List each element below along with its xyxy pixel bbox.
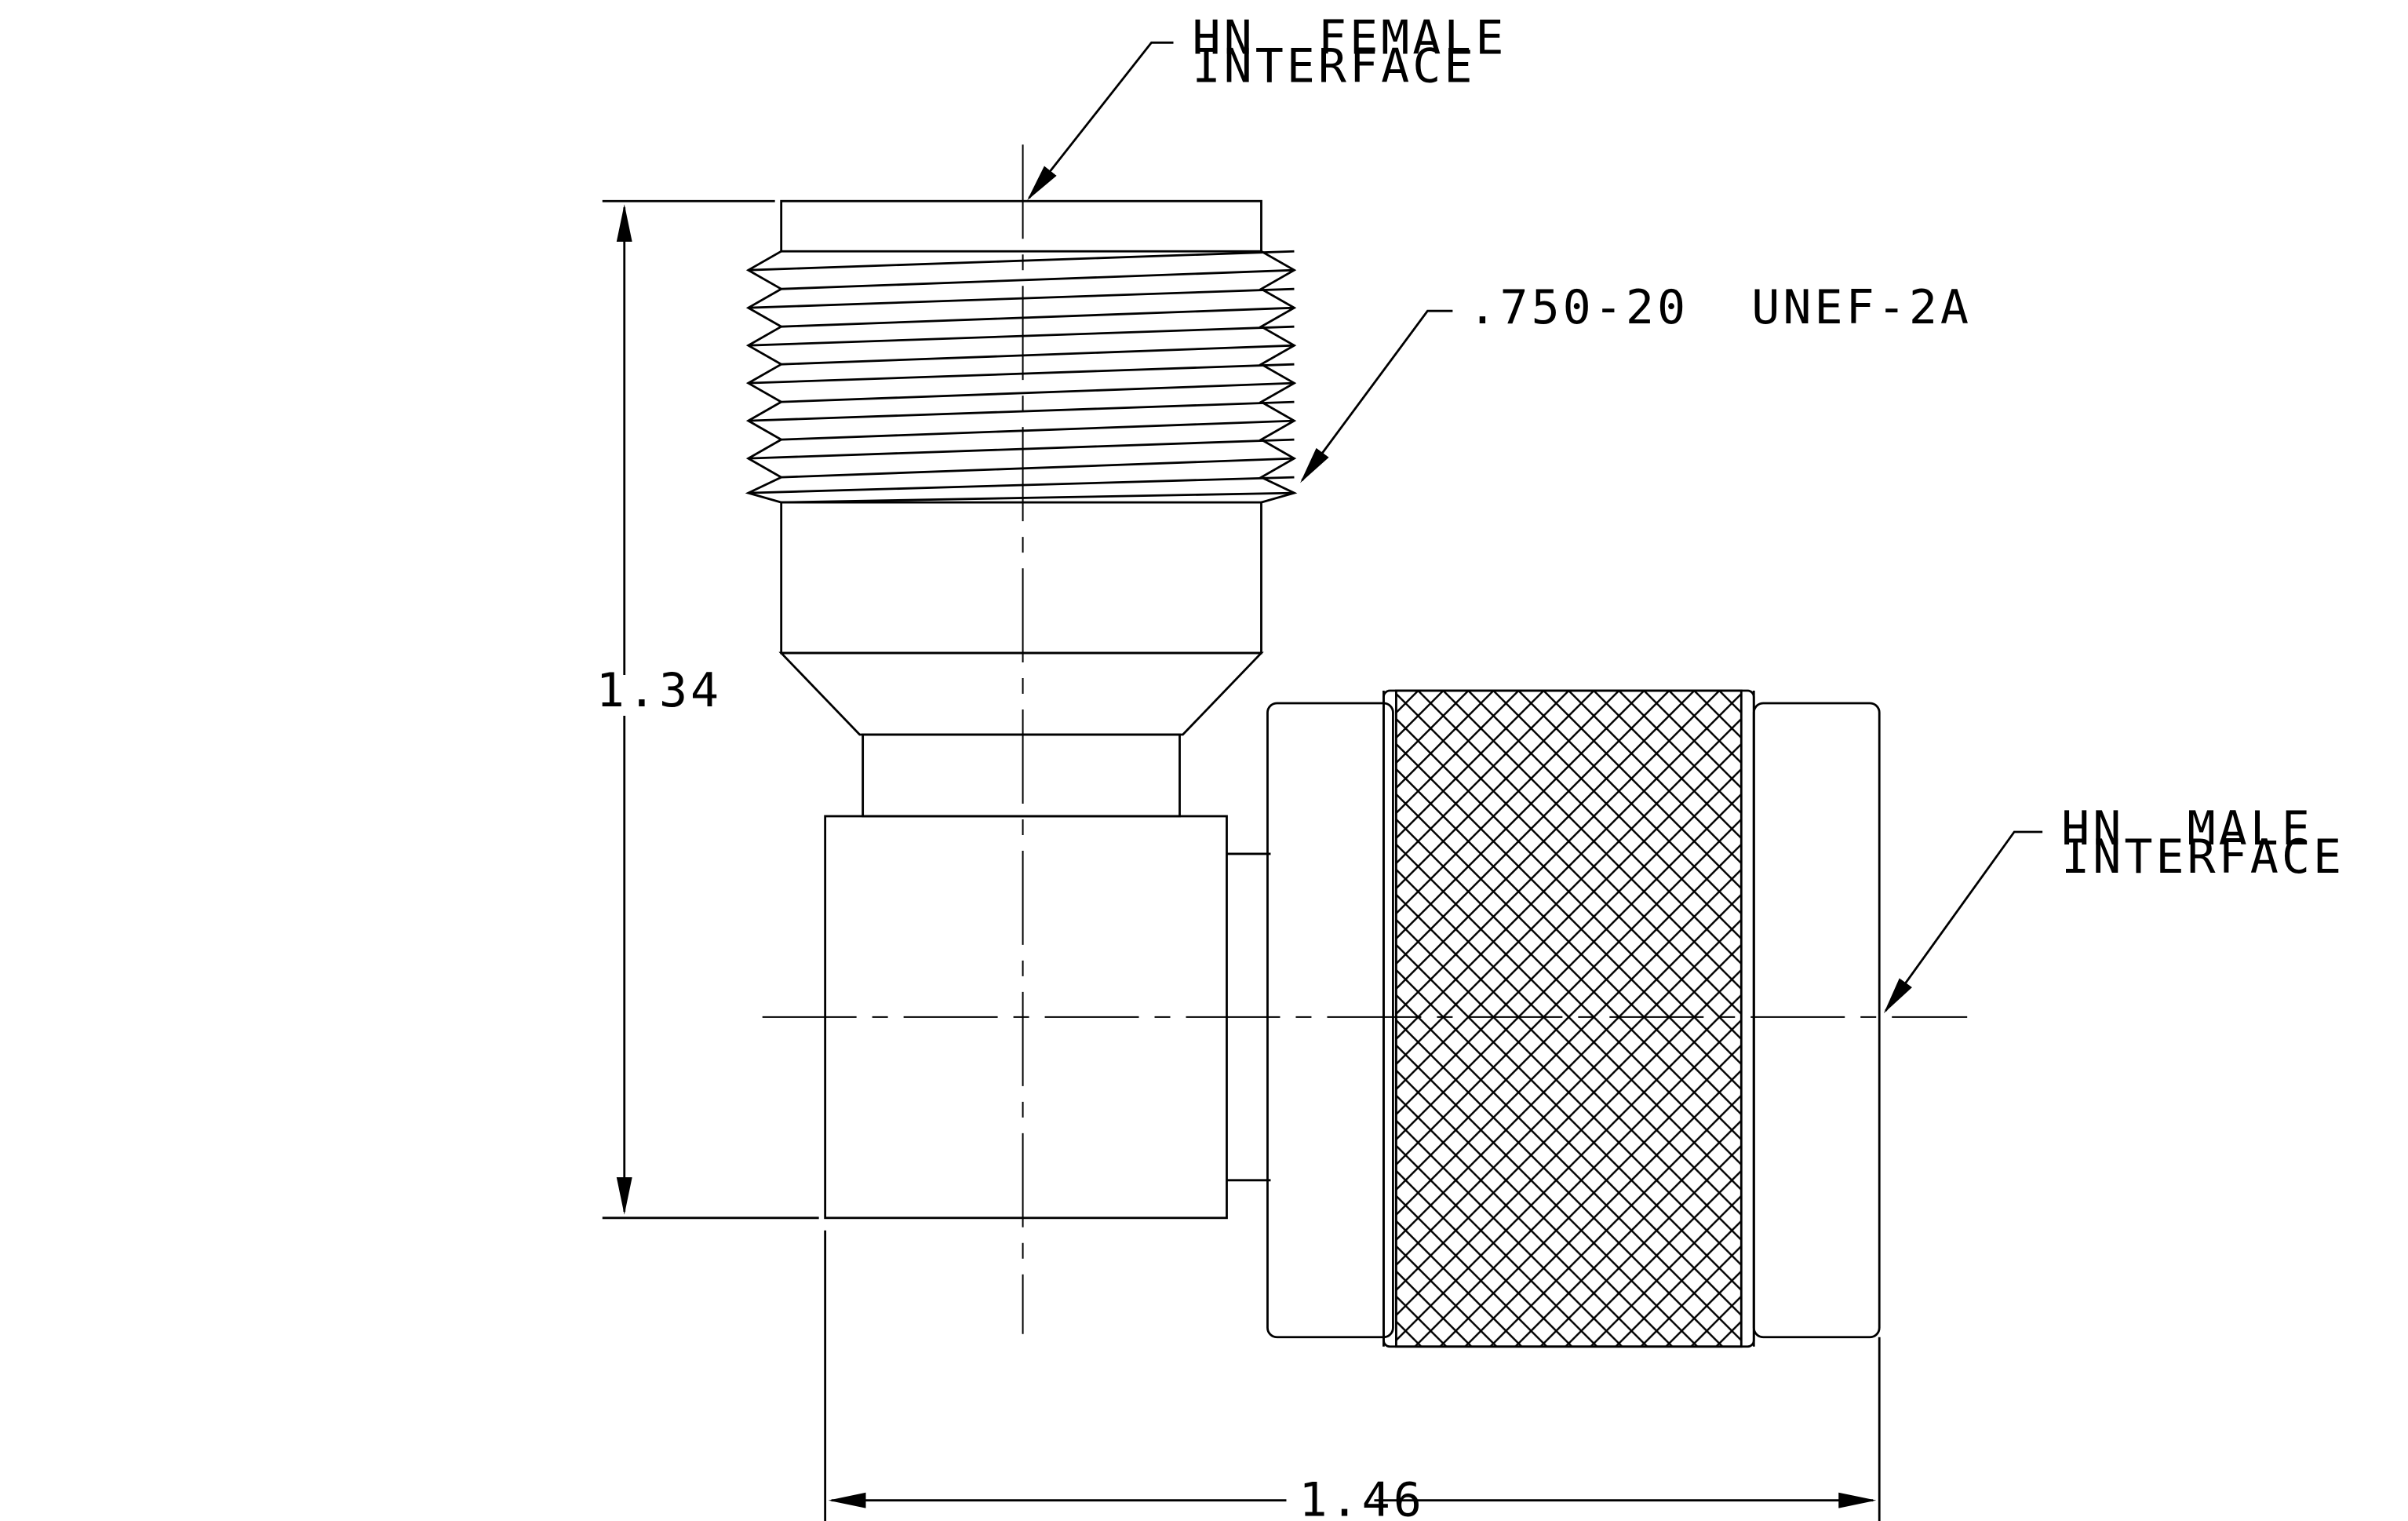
female-top-cap bbox=[780, 199, 1262, 253]
female-taper bbox=[778, 651, 1264, 736]
height-dimension-label: 1.34 bbox=[596, 663, 722, 718]
male-connector-body bbox=[1226, 689, 1881, 1348]
male-left-sleeve bbox=[1266, 702, 1394, 1339]
thread-spec-label: .750-20 UNEF-2A bbox=[1468, 280, 1972, 335]
male-interface-leader bbox=[1883, 830, 2043, 1014]
knurl-pattern bbox=[1395, 689, 1743, 1348]
male-interface-label-line1: HN MALE bbox=[2061, 801, 2313, 856]
thread-lines bbox=[748, 250, 1295, 504]
female-interface-leader bbox=[1027, 41, 1174, 201]
height-dimension bbox=[602, 199, 819, 1220]
thread-spec-leader bbox=[1300, 309, 1453, 483]
male-interface-label-line2: INTERFACE bbox=[2061, 830, 2344, 885]
female-interface-label-line2: INTERFACE bbox=[1193, 38, 1476, 93]
male-right-sleeve bbox=[1752, 702, 1881, 1339]
female-body-band bbox=[780, 501, 1262, 655]
thread-left-profile bbox=[745, 250, 784, 504]
female-interface-label-line1: HN FEMALE bbox=[1193, 10, 1507, 65]
female-neck bbox=[862, 733, 1181, 818]
width-dimension-label: 1.46 bbox=[1299, 1473, 1424, 1521]
female-connector-body bbox=[745, 199, 1298, 1220]
width-dimension bbox=[824, 1230, 1881, 1521]
